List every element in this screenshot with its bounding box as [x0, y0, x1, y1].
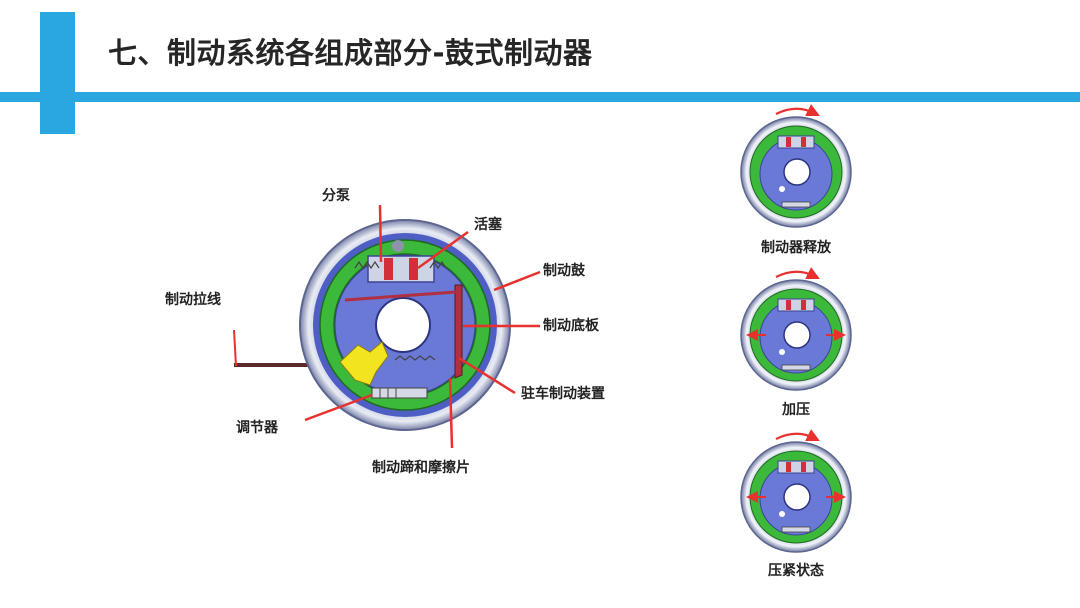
leader-brake-drum: [493, 270, 541, 292]
adjuster-part: [339, 341, 389, 386]
label-brake-cable: 制动拉线: [165, 291, 221, 308]
state-wheel-cylinder: [777, 298, 815, 312]
state-label: 制动器释放: [761, 239, 832, 256]
page-title: 七、制动系统各组成部分-鼓式制动器: [108, 36, 593, 70]
state-adjuster: [781, 364, 811, 371]
rotation-arrow-icon: [775, 267, 820, 279]
adjuster-screw: [371, 387, 428, 399]
state-hub: [783, 483, 811, 511]
leader-wheel-cylinder: [378, 204, 383, 263]
state-adjuster: [781, 526, 811, 533]
label-piston: 活塞: [474, 216, 503, 233]
rotation-arrow-icon: [775, 429, 820, 441]
state-wheel-cylinder: [777, 135, 815, 149]
label-adjuster: 调节器: [236, 419, 279, 436]
state-diagram-1: 制动器释放: [740, 104, 852, 256]
label-backing-plate: 制动底板: [543, 317, 600, 334]
state-diagram-2: 加压: [740, 267, 852, 418]
parking-brake-lever: [454, 284, 463, 379]
wheel-cylinder: [367, 255, 435, 283]
header-rule: [0, 92, 1080, 102]
label-wheel-cylinder: 分泵: [322, 188, 350, 204]
state-diagram-3: 压紧状态: [740, 429, 852, 579]
state-label: 加压: [781, 402, 810, 418]
state-label: 压紧状态: [768, 562, 824, 579]
label-shoes-linings: 制动蹄和摩擦片: [372, 459, 470, 476]
leader-parking-brake: [458, 356, 516, 395]
label-parking-brake: 驻车制动装置: [521, 385, 605, 402]
title-accent-bar: [40, 12, 75, 134]
state-adjuster: [781, 201, 811, 208]
state-wheel-cylinder: [777, 460, 815, 474]
leader-piston: [417, 230, 469, 270]
state-hub: [783, 158, 811, 186]
leader-lines: [304, 204, 541, 449]
main-drum-brake: [233, 219, 511, 431]
state-hub: [783, 321, 811, 349]
hub-hole: [375, 297, 431, 353]
leader-shoes: [448, 377, 454, 449]
label-brake-drum: 制动鼓: [543, 262, 586, 279]
rotation-arrow-icon: [775, 104, 820, 116]
leader-adjuster: [304, 393, 373, 422]
